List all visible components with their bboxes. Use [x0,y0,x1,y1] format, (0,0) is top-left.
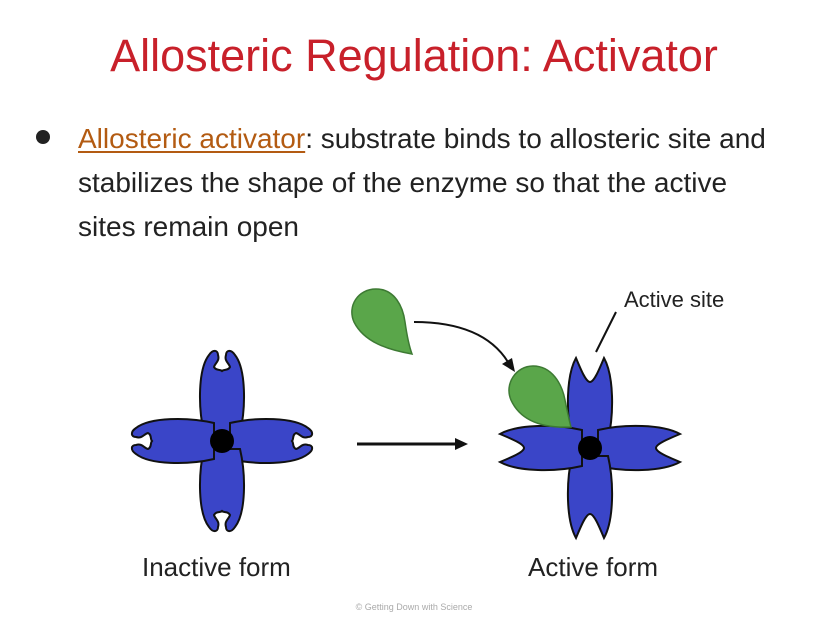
active-form-label: Active form [528,552,658,582]
active-core [578,436,602,460]
copyright-footer: © Getting Down with Science [0,602,828,612]
inactive-lobe-left [132,419,214,463]
active-lobe-left [500,426,582,470]
inactive-enzyme [132,351,312,531]
active-site-pointer [596,312,616,352]
active-site-label: Active site [624,287,724,313]
inactive-core [210,429,234,453]
bound-activator-icon [509,366,571,427]
transition-arrow [357,438,468,450]
free-activator-icon [352,289,412,354]
binding-arrow [414,322,515,372]
inactive-form-label: Inactive form [142,552,291,582]
